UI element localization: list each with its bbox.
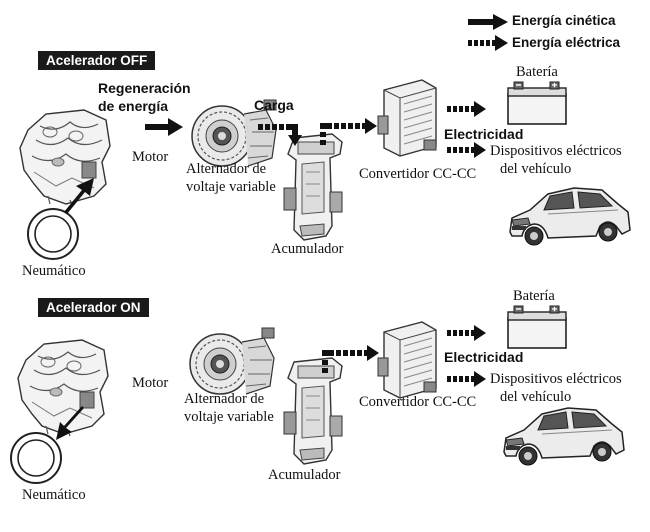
alternator-label-line2: voltaje variable xyxy=(184,409,274,425)
charge-label: Carga xyxy=(254,97,294,113)
accelerator-off-badge: Acelerador OFF xyxy=(38,51,156,70)
alternator-icon xyxy=(189,327,275,395)
converter-to-devices-arrow xyxy=(447,142,486,158)
alternator-to-accumulator-arrow xyxy=(258,124,302,146)
motor-label: Motor xyxy=(132,375,169,391)
regeneration-label-line1: Regeneración xyxy=(98,80,191,96)
tire-icon xyxy=(27,208,79,260)
accumulator-to-converter-arrow xyxy=(320,118,377,145)
converter-to-battery-arrow xyxy=(447,101,486,117)
battery-label: Batería xyxy=(516,64,558,80)
accumulator-label: Acumulador xyxy=(271,241,344,257)
dc-converter-icon xyxy=(377,79,437,157)
accumulator-label: Acumulador xyxy=(268,467,341,483)
converter-to-battery-arrow xyxy=(447,325,486,341)
battery-label: Batería xyxy=(513,288,555,304)
car-icon xyxy=(503,407,625,466)
battery-icon xyxy=(507,305,567,349)
motor-label: Motor xyxy=(132,149,169,165)
tire-icon xyxy=(10,432,62,484)
engine-icon xyxy=(17,339,109,437)
engine-icon xyxy=(19,109,111,207)
converter-label: Convertidor CC-CC xyxy=(359,394,477,410)
accelerator-on-badge: Acelerador ON xyxy=(38,298,149,317)
electricity-label: Electricidad xyxy=(444,349,524,365)
legend-kinetic-label: Energía cinética xyxy=(512,13,616,28)
devices-label-line1: Dispositivos eléctricos xyxy=(490,371,622,387)
devices-label-line1: Dispositivos eléctricos xyxy=(490,143,622,159)
accumulator-icon xyxy=(283,133,343,241)
alternator-label-line1: Alternador de xyxy=(184,391,265,407)
devices-label-line2: del vehículo xyxy=(500,389,572,405)
tire-label: Neumático xyxy=(22,487,86,503)
battery-icon xyxy=(507,81,567,125)
electric-arrow-icon xyxy=(468,35,508,51)
engine-to-alternator-arrow xyxy=(145,118,183,136)
car-icon xyxy=(509,187,631,246)
kinetic-arrow-icon xyxy=(468,14,508,30)
regeneration-label-line2: de energía xyxy=(98,98,169,114)
accumulator-to-converter-arrow xyxy=(322,345,379,373)
converter-label: Convertidor CC-CC xyxy=(359,166,477,182)
devices-label-line2: del vehículo xyxy=(500,161,572,177)
tire-to-engine-arrow xyxy=(64,178,94,214)
converter-to-devices-arrow xyxy=(447,371,486,387)
alternator-label-line2: voltaje variable xyxy=(186,179,276,195)
electricity-label: Electricidad xyxy=(444,126,524,142)
alternator-label-line1: Alternador de xyxy=(186,161,267,177)
legend-electric-label: Energía eléctrica xyxy=(512,35,621,50)
tire-label: Neumático xyxy=(22,263,86,279)
dc-converter-icon xyxy=(377,321,437,399)
accumulator-icon xyxy=(283,357,343,465)
engine-to-tire-arrow xyxy=(56,406,84,440)
